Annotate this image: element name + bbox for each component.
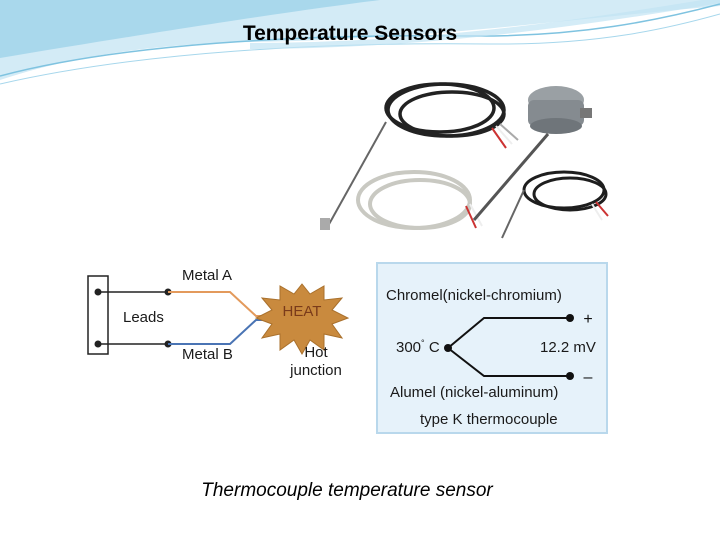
slide-title: Temperature Sensors	[242, 22, 458, 45]
alumel-label: Alumel (nickel-aluminum)	[390, 384, 559, 401]
hot-junction-line1: Hot	[304, 344, 328, 361]
wire-tails	[491, 123, 519, 149]
type-k-panel: + – Chromel(nickel-chromium) 300° C 12.2…	[376, 262, 608, 434]
black-cable-coil	[384, 82, 506, 138]
minus-sign: –	[584, 369, 593, 386]
plus-sign: +	[583, 311, 592, 328]
hot-junction-label: Hot junction	[290, 344, 342, 380]
thermocouple-diagram: HEAT Metal A Leads Metal B Hot junction	[84, 256, 374, 386]
minus-terminal-dot	[566, 372, 574, 380]
grey-cable-coil	[356, 170, 472, 230]
junction-dot	[444, 344, 452, 352]
heat-burst-icon	[254, 283, 350, 356]
thermocouple-probes-photo	[320, 82, 609, 239]
metal-b-wire	[168, 319, 266, 345]
chromel-label: Chromel(nickel-chromium)	[386, 287, 562, 304]
metal-a-wire	[168, 291, 266, 317]
temperature-value: 300	[396, 339, 422, 356]
temperature-unit: C	[428, 339, 440, 356]
hot-junction-line2: junction	[290, 362, 342, 379]
plus-terminal-dot	[566, 314, 574, 322]
leads-label: Leads	[123, 309, 164, 326]
heat-label: HEAT	[283, 303, 322, 320]
probe-fitting	[320, 218, 330, 230]
type-k-caption: type K thermocouple	[420, 411, 558, 428]
metal-b-label: Metal B	[182, 346, 233, 363]
leads-terminal-block	[87, 275, 109, 355]
metal-a-label: Metal A	[182, 267, 233, 284]
alumel-wire	[447, 347, 570, 377]
black-cable-coil-right	[522, 170, 608, 212]
chromel-wire	[447, 317, 570, 349]
voltage-label: 12.2 mV	[540, 339, 596, 356]
slide-caption: Thermocouple temperature sensor	[201, 480, 493, 501]
probe-head	[528, 86, 592, 134]
temperature-label: 300° C	[396, 338, 440, 356]
header-swoosh	[0, 0, 720, 85]
